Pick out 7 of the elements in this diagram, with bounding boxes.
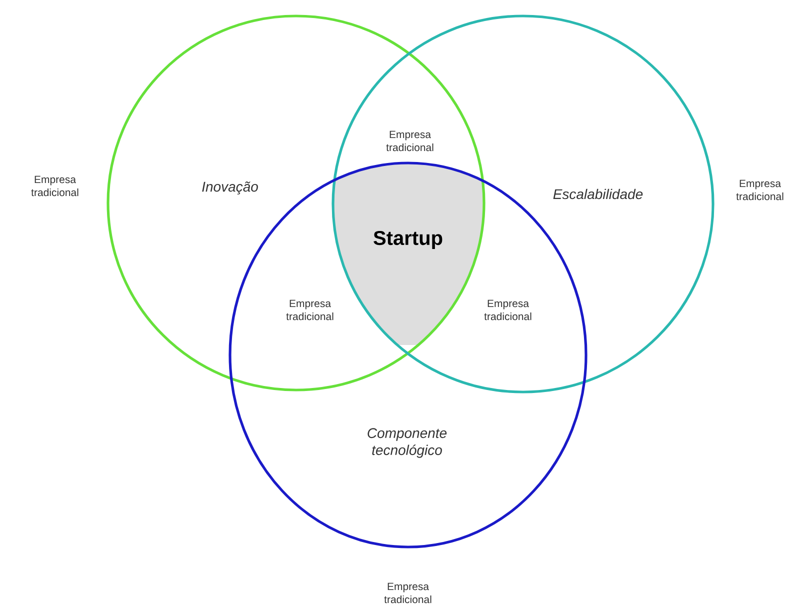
- region-label: Empresa tradicional: [286, 300, 334, 320]
- region-label: Empresa tradicional: [31, 176, 78, 196]
- region-label: Empresa tradicional: [736, 180, 784, 200]
- region-label: Empresa tradicional: [386, 130, 434, 152]
- region-label: Empresa tradicional: [484, 300, 532, 320]
- intersection-region: Startup: [333, 163, 484, 345]
- region-label: Empresa tradicional: [384, 582, 432, 604]
